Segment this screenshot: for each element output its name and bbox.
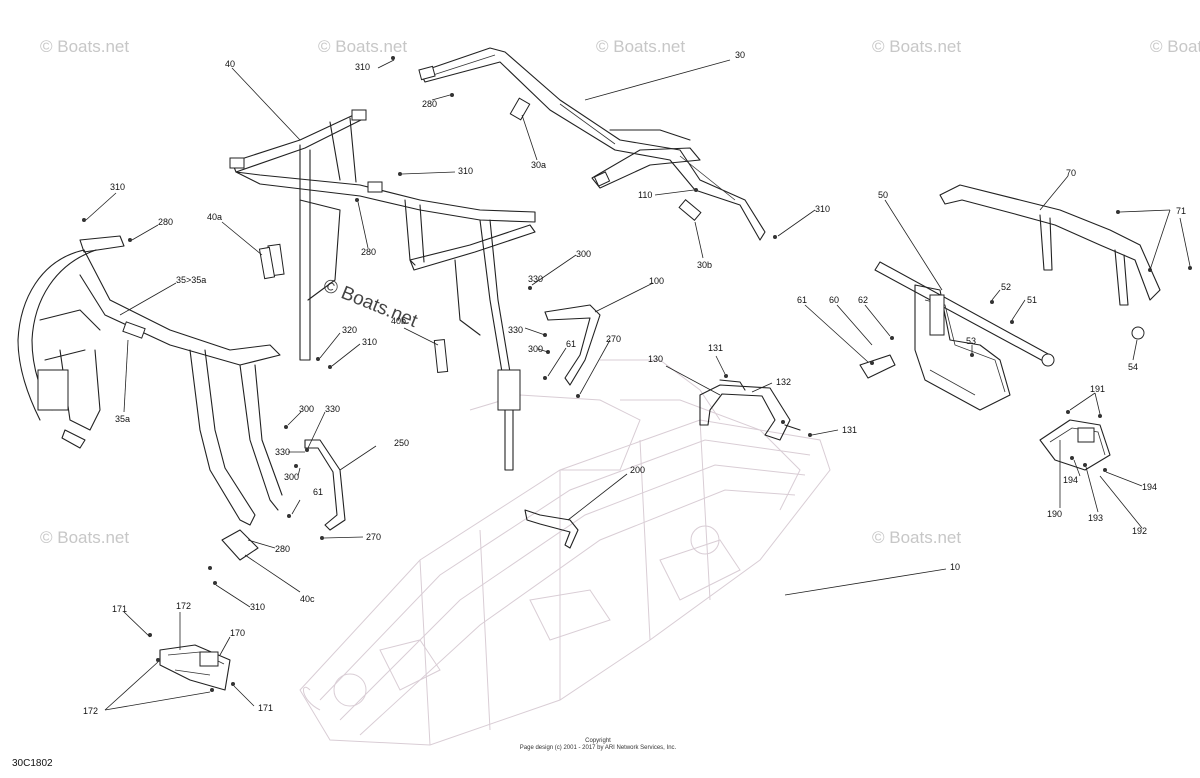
callout-192: 192: [1132, 526, 1147, 536]
support-190: [1039, 419, 1111, 471]
watermark: © Boats.net: [40, 37, 129, 56]
watermark: © Boats.net: [1150, 37, 1200, 56]
footer-copyright: Copyright: [585, 738, 611, 744]
hardware: [82, 56, 1192, 692]
callout-131-upper: 131: [708, 343, 723, 353]
callout-35: 35>35a: [176, 275, 206, 285]
callout-300-c: 300: [299, 404, 314, 414]
callout-30b: 30b: [697, 260, 712, 270]
callout-61-rear: 61: [797, 295, 807, 305]
callout-100: 100: [649, 276, 664, 286]
callout-171-lower: 171: [258, 703, 273, 713]
watermark: © Boats.net: [596, 37, 685, 56]
bar-50: [874, 261, 1051, 363]
support-170: [159, 644, 231, 691]
callout-300-b: 300: [528, 344, 543, 354]
callout-310-rear: 310: [815, 204, 830, 214]
callout-300-a: 300: [576, 249, 591, 259]
callout-labels: 10 30 30a 30b 35>35a 35a 40 40a 40b 40c …: [83, 50, 1186, 716]
callout-71: 71: [1176, 206, 1186, 216]
plug-54: [1131, 326, 1145, 340]
callout-60: 60: [829, 295, 839, 305]
callout-62: 62: [858, 295, 868, 305]
callout-280-mid: 280: [361, 247, 376, 257]
callout-172-upper: 172: [176, 601, 191, 611]
callout-40a: 40a: [207, 212, 222, 222]
callout-40: 40: [225, 59, 235, 69]
callout-30a: 30a: [531, 160, 546, 170]
callout-310-cage: 310: [458, 166, 473, 176]
callout-280-lower: 280: [275, 544, 290, 554]
roof-bar-rear: [418, 47, 766, 241]
grab-handle-100: [544, 304, 601, 386]
callout-54: 54: [1128, 362, 1138, 372]
brace-200: [524, 509, 579, 549]
watermark: © Boats.net: [40, 528, 129, 547]
callout-330-b: 330: [508, 325, 523, 335]
diagram-code: 30C1802: [12, 758, 53, 769]
callout-52: 52: [1001, 282, 1011, 292]
callout-30: 30: [735, 50, 745, 60]
callout-280-left: 280: [158, 217, 173, 227]
callout-191: 191: [1090, 384, 1105, 394]
callout-320: 320: [342, 325, 357, 335]
callout-171-upper: 171: [112, 604, 127, 614]
callout-193: 193: [1088, 513, 1103, 523]
callout-270-lower: 270: [366, 532, 381, 542]
bar-70: [939, 184, 1161, 301]
callout-310-roof: 310: [355, 62, 370, 72]
callout-61-lower: 61: [313, 487, 323, 497]
callout-250: 250: [394, 438, 409, 448]
callout-53: 53: [966, 336, 976, 346]
callout-310-left: 310: [110, 182, 125, 192]
callout-190: 190: [1047, 509, 1062, 519]
callout-10: 10: [950, 562, 960, 572]
grab-handle-130: [699, 384, 791, 441]
callout-200: 200: [630, 465, 645, 475]
watermark: © Boats.net: [872, 528, 961, 547]
callout-40c: 40c: [300, 594, 315, 604]
callout-130: 130: [648, 354, 663, 364]
watermark: © Boats.net: [318, 37, 407, 56]
callout-310-lower: 310: [250, 602, 265, 612]
callout-330-a: 330: [528, 274, 543, 284]
callout-61-upper: 61: [566, 339, 576, 349]
callout-280-roof: 280: [422, 99, 437, 109]
callout-172-lower: 172: [83, 706, 98, 716]
callout-70: 70: [1066, 168, 1076, 178]
main-frame-ghost: [299, 359, 831, 746]
callout-40b: 40b: [391, 316, 406, 326]
footer-page-design: Page design (c) 2001 - 2017 by ARI Netwo…: [520, 745, 677, 751]
callout-300-d: 300: [284, 472, 299, 482]
callout-35a: 35a: [115, 414, 130, 424]
callout-132: 132: [776, 377, 791, 387]
callout-51: 51: [1027, 295, 1037, 305]
callout-310-mid: 310: [362, 337, 377, 347]
callout-194-right: 194: [1142, 482, 1157, 492]
rear-frame-parts: [859, 184, 1161, 411]
leader-lines: [85, 59, 1191, 711]
roll-cage-front: [229, 109, 536, 471]
callout-194-left: 194: [1063, 475, 1078, 485]
bracket-60: [859, 354, 896, 379]
grab-handles: [304, 304, 801, 531]
callout-50: 50: [878, 190, 888, 200]
footer: 30C1802 Copyright Page design (c) 2001 -…: [12, 738, 677, 769]
callout-110: 110: [638, 190, 652, 200]
small-brackets: [221, 97, 702, 561]
callout-270-upper: 270: [606, 334, 621, 344]
callout-170: 170: [230, 628, 245, 638]
front-cage: [17, 235, 283, 526]
callout-131-lower: 131: [842, 425, 857, 435]
watermark: © Boats.net: [872, 37, 961, 56]
callout-330-c: 330: [325, 404, 340, 414]
callout-330-d: 330: [275, 447, 290, 457]
support-brackets: [159, 419, 1111, 691]
grab-handle-250: [304, 439, 346, 531]
